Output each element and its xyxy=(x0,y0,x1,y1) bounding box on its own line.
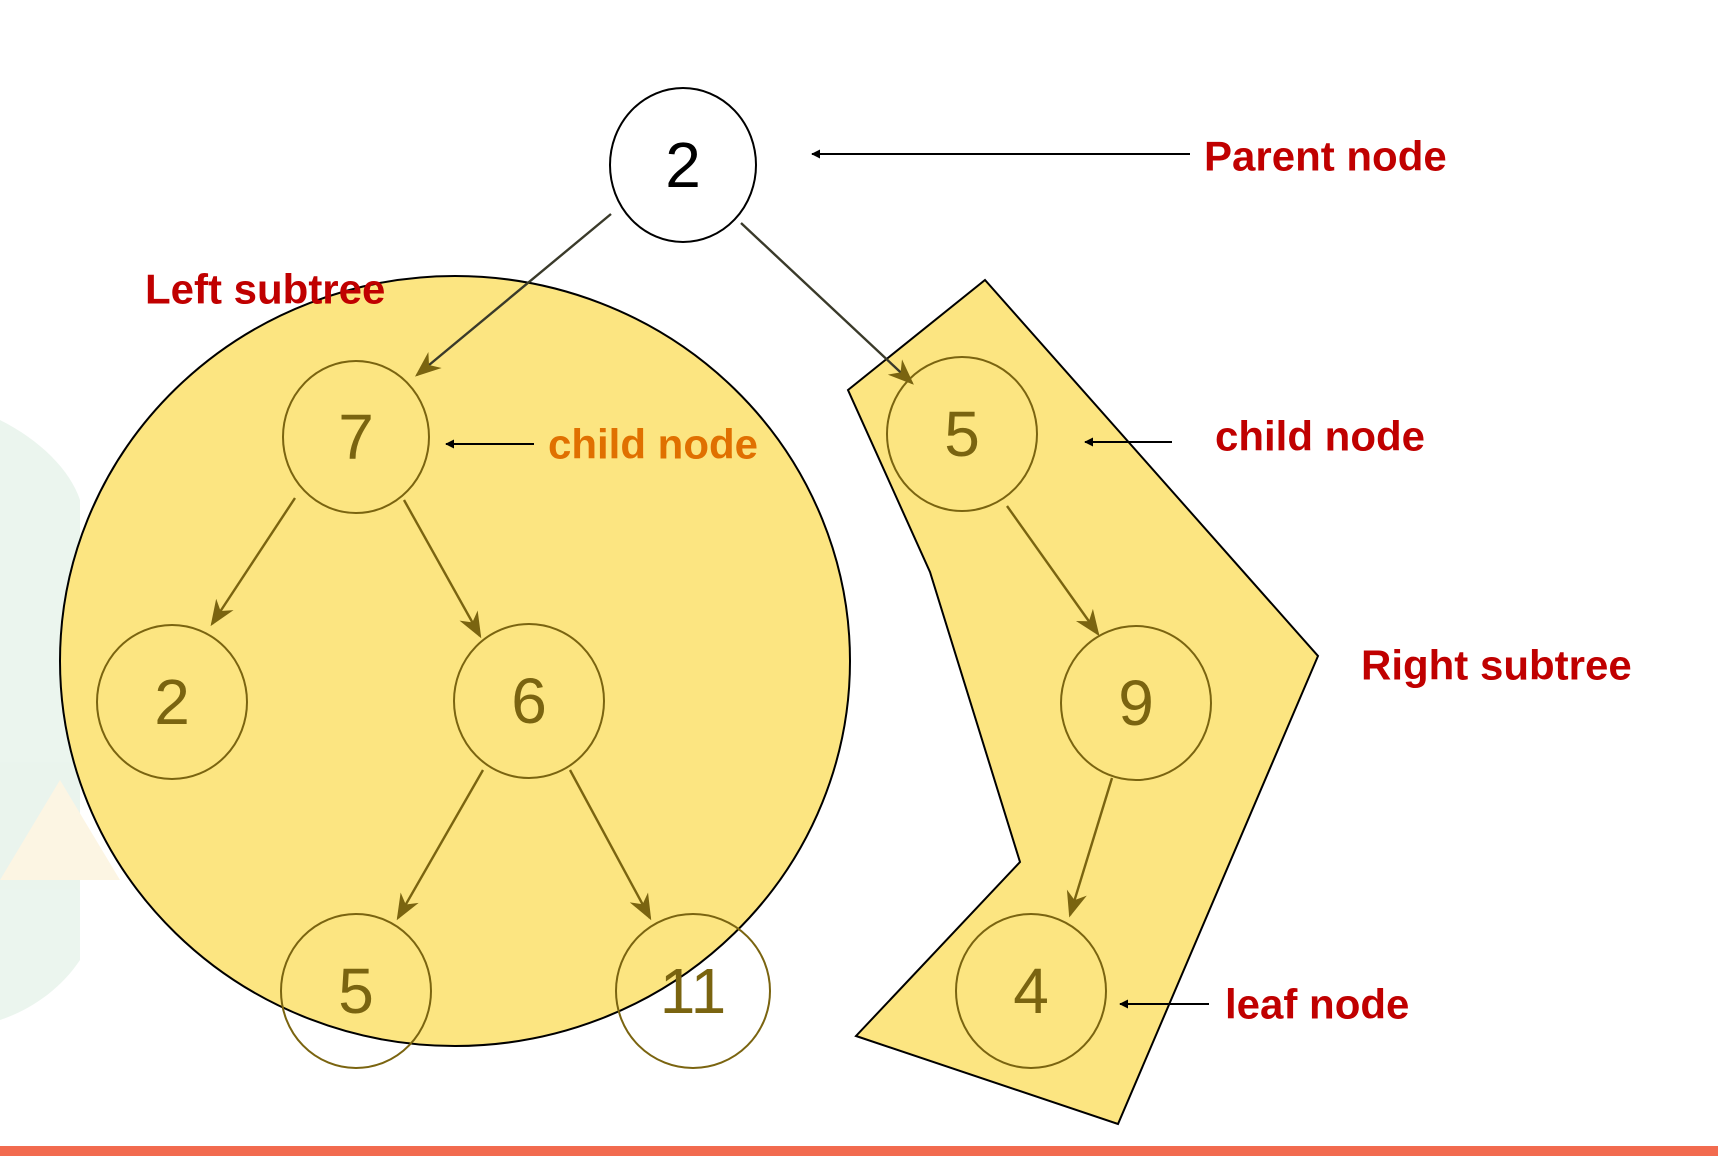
node-right-child: 5 xyxy=(886,356,1038,512)
node-left-left: 2 xyxy=(96,624,248,780)
edge-9-to-4 xyxy=(1066,777,1114,918)
edge-root-to-7 xyxy=(414,213,612,377)
edge-5-to-9 xyxy=(1006,505,1100,637)
node-right-child-value: 5 xyxy=(944,398,980,470)
node-left-right-right-value: 11 xyxy=(660,955,726,1027)
background-watermark xyxy=(0,420,120,1020)
node-left-left-value: 2 xyxy=(154,666,190,738)
node-left-right-value: 6 xyxy=(511,665,547,737)
node-left-child-value: 7 xyxy=(338,401,374,473)
label-left-subtree: Left subtree xyxy=(145,266,385,313)
label-child-node-left: child node xyxy=(548,421,758,468)
node-right-right-left-value: 4 xyxy=(1013,955,1049,1027)
edge-root-to-5 xyxy=(740,222,914,385)
label-parent-node: Parent node xyxy=(1204,133,1447,180)
node-right-right-left: 4 xyxy=(955,913,1107,1069)
node-right-right: 9 xyxy=(1060,625,1212,781)
label-right-subtree: Right subtree xyxy=(1361,642,1632,689)
node-left-right-right: 11 xyxy=(615,913,771,1069)
tree-edges xyxy=(210,213,1114,921)
node-left-child: 7 xyxy=(282,360,430,514)
left-subtree-region xyxy=(59,275,851,1047)
node-left-right-left-value: 5 xyxy=(338,955,374,1027)
node-root: 2 xyxy=(609,87,757,243)
node-right-right-value: 9 xyxy=(1118,667,1154,739)
node-root-value: 2 xyxy=(665,129,701,201)
right-subtree-region xyxy=(846,278,1320,1126)
edge-6-to-11 xyxy=(568,769,652,921)
node-left-right: 6 xyxy=(453,623,605,779)
label-child-node-right: child node xyxy=(1215,413,1425,460)
node-left-right-left: 5 xyxy=(280,913,432,1069)
bottom-accent-bar xyxy=(0,1146,1718,1156)
edge-7-to-2 xyxy=(210,497,297,627)
edge-7-to-6 xyxy=(402,499,482,639)
label-leaf-node: leaf node xyxy=(1225,981,1409,1028)
edge-6-to-5 xyxy=(396,769,485,921)
